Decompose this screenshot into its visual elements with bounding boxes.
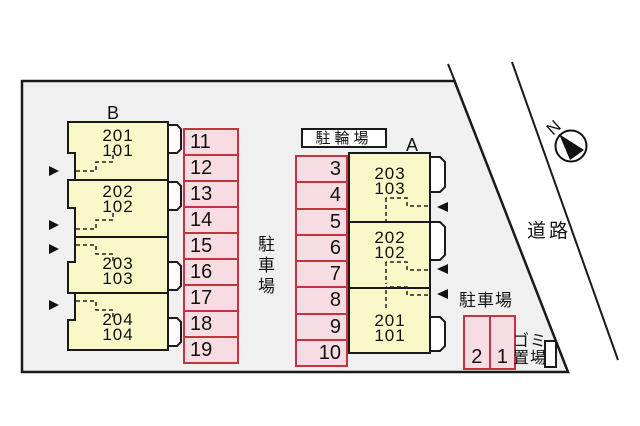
south-parking-label: 駐車場 — [459, 291, 513, 310]
building-b-entry-paths — [76, 151, 114, 320]
parking-space: 5 — [297, 210, 346, 236]
building-a-stair-tabs — [429, 156, 446, 352]
parking-space: 2 — [471, 346, 483, 368]
building-b-label: B — [107, 103, 120, 123]
parking-space: 10 — [318, 341, 341, 364]
parking-column-west: 11 12 13 14 15 16 17 18 19 — [183, 128, 239, 364]
building-b-entrance-arrows — [49, 166, 59, 310]
entrance-arrow-icon — [437, 202, 448, 212]
garbage-area-label: ゴミ 置場 — [512, 333, 547, 367]
bicycle-parking-label: 駐輪場 — [301, 128, 387, 148]
parking-column-east: 3 4 5 6 7 8 9 10 — [295, 155, 348, 367]
building-a-outline — [348, 152, 431, 354]
parking-space: 1 — [488, 317, 515, 368]
road-label: 道路 — [527, 221, 572, 242]
parking-space: 3 — [297, 157, 346, 184]
parking-space: 17 — [185, 286, 237, 312]
parking-space: 19 — [190, 339, 213, 361]
parking-space: 6 — [297, 236, 346, 262]
parking-space: 14 — [185, 208, 237, 234]
parking-space: 9 — [297, 315, 346, 341]
parking-space: 18 — [185, 312, 237, 338]
building-a-entrance-arrows — [437, 202, 448, 299]
building-a-label: A — [406, 135, 419, 155]
entrance-arrow-icon — [49, 300, 59, 310]
boundary-extension-line — [447, 63, 457, 85]
parking-space: 8 — [297, 288, 346, 315]
building-a-floor-dividers — [349, 221, 430, 289]
central-parking-label: 駐車場 — [255, 235, 274, 298]
road-outer-line — [511, 61, 619, 361]
building-b-stair-tabs — [167, 124, 182, 347]
entrance-arrow-icon — [49, 244, 59, 254]
building-b-floor-dividers — [68, 179, 168, 294]
parking-space: 16 — [185, 260, 237, 286]
entrance-arrow-icon — [49, 220, 59, 230]
entrance-arrow-icon — [437, 289, 448, 299]
parking-space: 7 — [297, 262, 346, 289]
north-compass-icon — [554, 129, 588, 163]
parking-space: 15 — [185, 234, 237, 260]
entrance-arrow-icon — [49, 166, 59, 176]
entrance-arrow-icon — [437, 264, 448, 274]
parking-row-south: 2 1 — [463, 315, 516, 370]
building-a-entry-paths — [385, 197, 428, 310]
parking-space: 13 — [185, 182, 237, 208]
parking-space: 11 — [185, 130, 237, 156]
parking-space: 12 — [185, 156, 237, 182]
garbage-box — [544, 340, 557, 368]
parking-space: 4 — [297, 183, 346, 210]
